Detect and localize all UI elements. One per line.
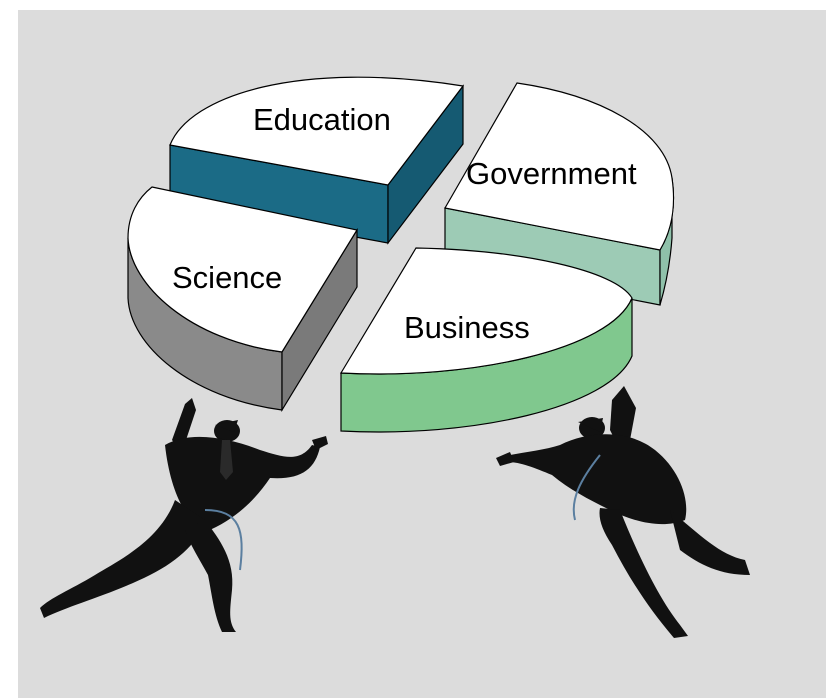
government-top bbox=[444, 82, 675, 251]
segment-science: Science bbox=[127, 186, 358, 413]
business-top bbox=[339, 247, 633, 375]
science-top bbox=[127, 186, 358, 353]
government-label: Government bbox=[466, 156, 637, 191]
segment-business: Business bbox=[339, 247, 633, 433]
running-businessman-right-icon bbox=[496, 386, 750, 638]
education-top bbox=[169, 76, 465, 186]
segment-education: Education bbox=[169, 76, 465, 245]
science-label: Science bbox=[172, 260, 282, 295]
education-label: Education bbox=[253, 102, 391, 137]
business-label: Business bbox=[404, 310, 530, 345]
running-businessman-left-icon bbox=[40, 398, 328, 632]
